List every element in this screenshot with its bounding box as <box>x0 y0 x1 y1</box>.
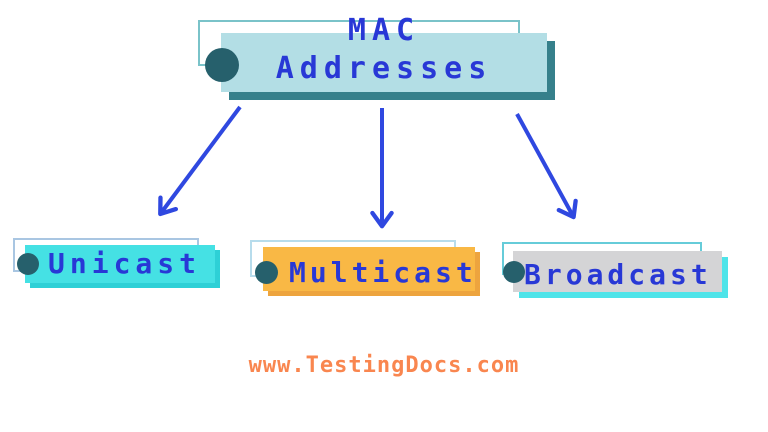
bullet-circle-icon <box>503 261 525 283</box>
title-line2: Addresses <box>275 51 493 86</box>
broadcast-box <box>513 251 722 292</box>
bullet-circle-icon <box>255 261 278 284</box>
arrow-to-broadcast <box>515 113 578 220</box>
unicast-label: Unicast <box>48 247 202 280</box>
mac-addresses-label: MAC Addresses <box>221 12 547 88</box>
arrow-to-unicast <box>158 105 242 217</box>
mac-addresses-box <box>221 33 547 92</box>
bullet-circle-icon <box>17 253 39 275</box>
broadcast-label: Broadcast <box>524 258 712 291</box>
unicast-box <box>25 245 215 283</box>
watermark-text: www.TestingDocs.com <box>248 353 520 378</box>
bullet-circle-icon <box>205 48 239 82</box>
multicast-box <box>263 247 475 291</box>
multicast-label: Multicast <box>289 256 477 289</box>
title-line1: MAC <box>347 13 421 48</box>
